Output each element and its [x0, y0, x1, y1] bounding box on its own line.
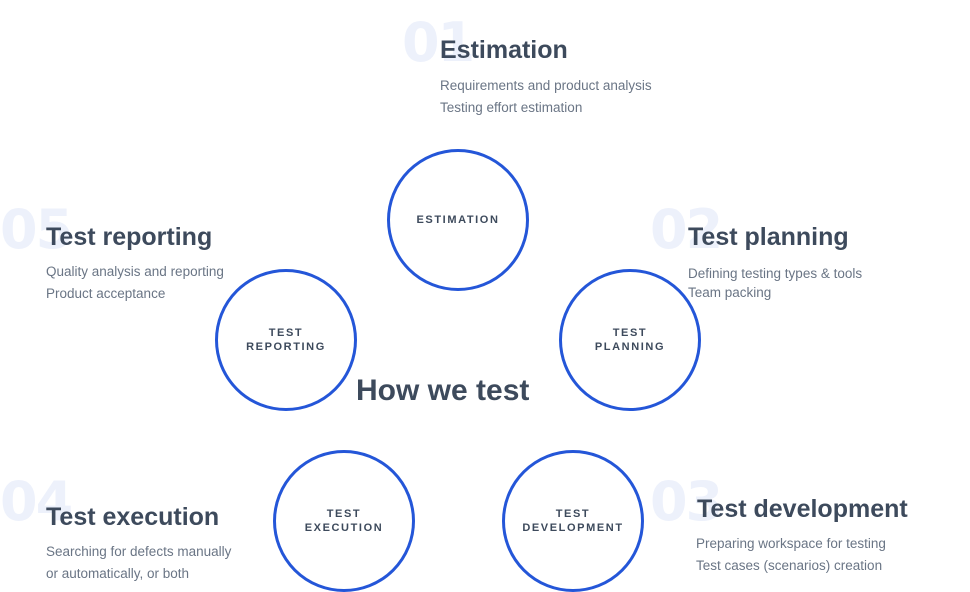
- stage-description-test-reporting: Quality analysis and reporting Product a…: [46, 261, 224, 305]
- stage-title-test-development: Test development: [697, 495, 908, 523]
- circle-label-test-planning: TEST PLANNING: [594, 327, 666, 353]
- description-line: Test cases (scenarios) creation: [696, 558, 883, 573]
- stage-description-test-execution: Searching for defects manually or automa…: [46, 541, 231, 585]
- stage-description-test-planning: Defining testing types & tools Team pack…: [688, 264, 862, 302]
- stage-number-05: 05: [0, 198, 73, 261]
- description-line: Team packing: [688, 285, 772, 300]
- stage-title-test-reporting: Test reporting: [46, 223, 213, 251]
- description-line: Quality analysis and reporting: [46, 264, 224, 279]
- stage-title-test-execution: Test execution: [46, 503, 220, 531]
- stage-title-estimation: Estimation: [440, 36, 568, 64]
- circle-test-development: TEST DEVELOPMENT: [502, 450, 644, 592]
- circle-test-reporting: TEST REPORTING: [215, 269, 357, 411]
- description-line: Testing effort estimation: [440, 100, 583, 115]
- description-line: Defining testing types & tools: [688, 266, 863, 281]
- description-line: Preparing workspace for testing: [696, 536, 886, 551]
- diagram-center-title: How we test: [356, 374, 530, 407]
- circle-estimation: ESTIMATION: [387, 149, 529, 291]
- description-line: Product acceptance: [46, 286, 166, 301]
- description-line: Searching for defects manually: [46, 544, 232, 559]
- circle-label-test-execution: TEST EXECUTION: [304, 508, 384, 534]
- stage-number-03: 03: [650, 470, 723, 533]
- circle-label-estimation: ESTIMATION: [416, 214, 500, 226]
- circle-label-test-reporting: TEST REPORTING: [246, 327, 326, 353]
- stage-number-01: 01: [402, 11, 475, 74]
- stage-description-estimation: Requirements and product analysis Testin…: [440, 75, 652, 119]
- stage-title-test-planning: Test planning: [688, 223, 849, 251]
- circle-test-execution: TEST EXECUTION: [273, 450, 415, 592]
- circle-label-test-development: TEST DEVELOPMENT: [522, 508, 624, 534]
- circle-test-planning: TEST PLANNING: [559, 269, 701, 411]
- stage-description-test-development: Preparing workspace for testing Test cas…: [696, 533, 886, 577]
- stage-number-02: 02: [650, 198, 723, 261]
- stage-number-04: 04: [0, 470, 73, 533]
- description-line: Requirements and product analysis: [440, 78, 652, 93]
- description-line: or automatically, or both: [46, 566, 190, 581]
